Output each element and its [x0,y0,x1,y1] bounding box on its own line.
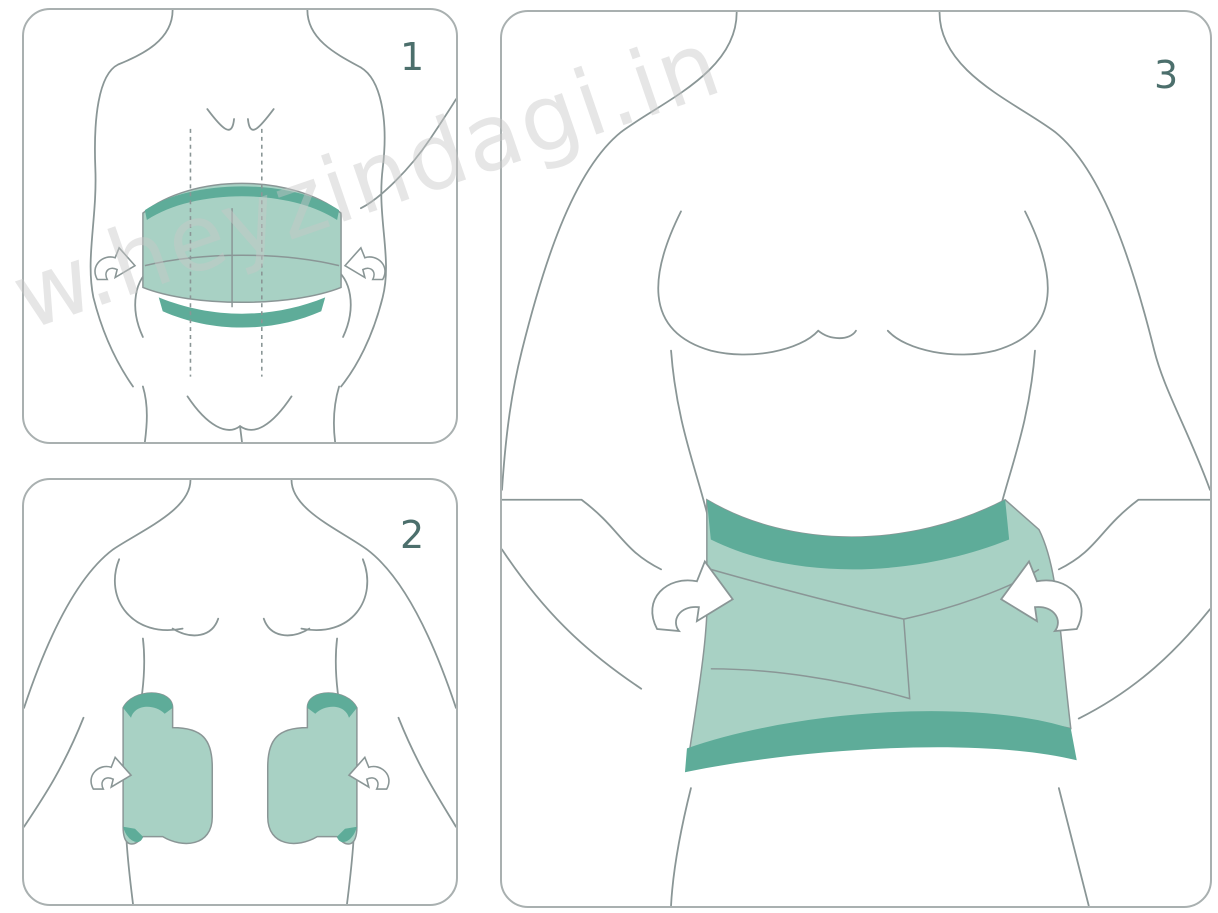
wrap-arrow-left-icon [95,248,135,280]
step-2-panel: 2 [22,478,458,906]
step-number-2: 2 [400,516,424,554]
wrap-arrow-right-icon [345,248,385,280]
step-number-3: 3 [1154,56,1178,94]
belt-right [268,693,357,844]
step-3-panel: 3 [500,10,1212,908]
step-3-illustration [502,12,1210,906]
belt [143,183,341,327]
step-1-panel: 1 [22,8,458,444]
body-outline [502,13,1210,906]
step-1-illustration [24,10,456,442]
step-2-illustration [24,480,456,904]
step-number-1: 1 [400,38,424,76]
belt-left [123,693,212,844]
body-outline [24,480,456,904]
belt [685,500,1077,772]
